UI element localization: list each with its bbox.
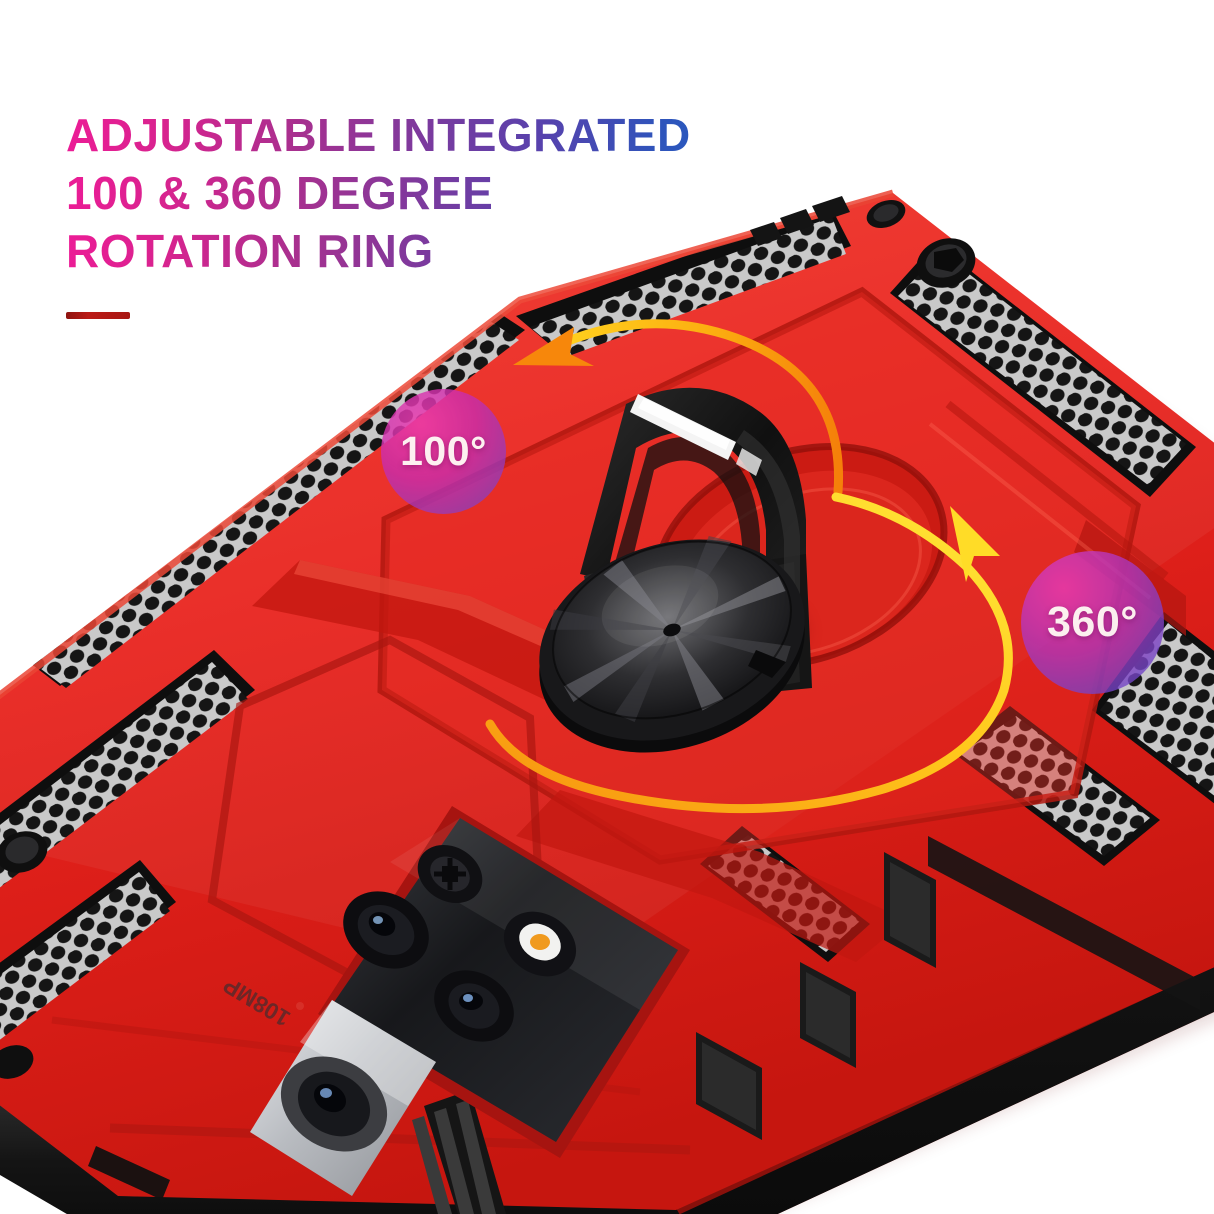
speaker-grille	[412, 1090, 506, 1214]
badge-100-degree: 100°	[381, 389, 506, 514]
volume-button-down	[696, 1032, 762, 1140]
badge-360-label: 360°	[1047, 598, 1138, 646]
corner-screw-top	[916, 238, 976, 288]
badge-360-degree: 360°	[1021, 551, 1164, 694]
headline-line-2: 100 & 360 DEGREE	[66, 164, 786, 222]
corner-screw-left	[0, 831, 48, 873]
headline-line-3: ROTATION RING	[66, 222, 786, 280]
rotating-ring-kickstand	[539, 387, 812, 753]
page-title: ADJUSTABLE INTEGRATED 100 & 360 DEGREE R…	[66, 106, 786, 280]
arrow-100-degree	[513, 319, 844, 497]
power-button	[884, 852, 936, 968]
arrow-360-degree	[485, 492, 1013, 814]
volume-button-up	[800, 962, 856, 1068]
corner-screw-upper	[866, 199, 906, 229]
top-edge-nubs	[750, 196, 850, 246]
title-underline-rule	[66, 312, 130, 319]
badge-100-label: 100°	[400, 428, 487, 474]
corner-screw-lower-left	[0, 1045, 34, 1079]
camera-module: 108MP	[219, 806, 690, 1196]
headline-line-1: ADJUSTABLE INTEGRATED	[66, 106, 786, 164]
